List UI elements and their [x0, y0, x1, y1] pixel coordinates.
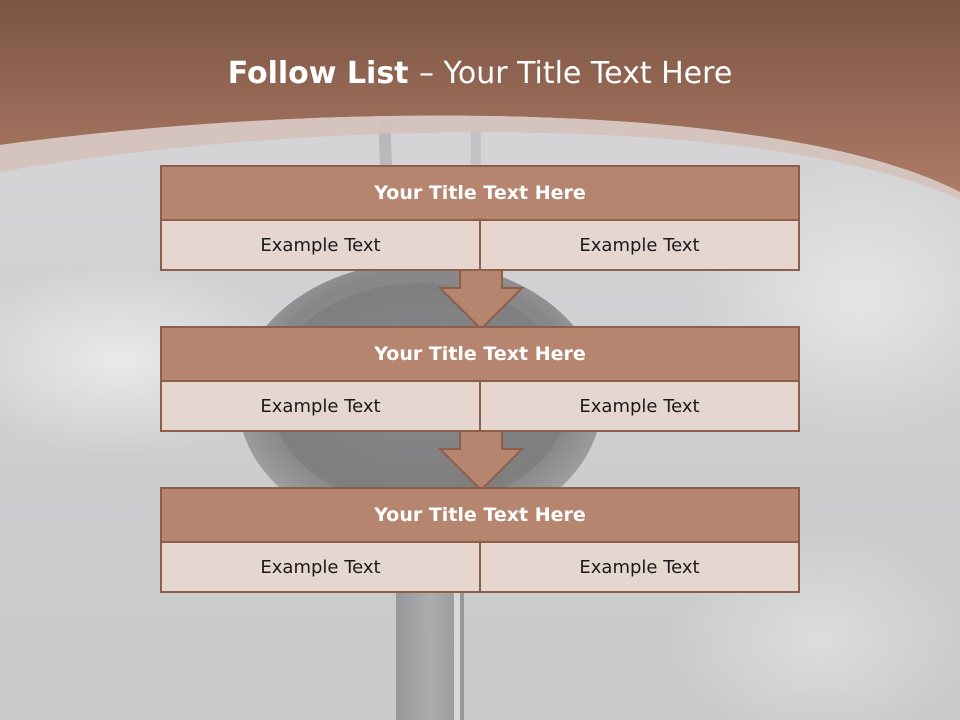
block-title: Your Title Text Here: [160, 165, 800, 221]
block-cell-left: Example Text: [160, 221, 481, 271]
down-arrow-icon: [438, 430, 524, 492]
block-cell-right: Example Text: [481, 221, 800, 271]
header-band: [0, 0, 960, 200]
block-cells: Example Text Example Text: [160, 221, 800, 271]
block-cell-right: Example Text: [481, 382, 800, 432]
block-cell-left: Example Text: [160, 382, 481, 432]
block-title: Your Title Text Here: [160, 326, 800, 382]
list-block-2: Your Title Text Here Example Text Exampl…: [160, 326, 800, 432]
slide-title-bold: Follow List: [227, 56, 419, 91]
down-arrow-icon: [438, 269, 524, 331]
block-title: Your Title Text Here: [160, 487, 800, 543]
slide-title: Follow List – Your Title Text Here: [0, 56, 960, 91]
list-block-1: Your Title Text Here Example Text Exampl…: [160, 165, 800, 271]
block-cells: Example Text Example Text: [160, 382, 800, 432]
slide-title-rest: – Your Title Text Here: [418, 56, 733, 91]
list-block-3: Your Title Text Here Example Text Exampl…: [160, 487, 800, 593]
block-cell-left: Example Text: [160, 543, 481, 593]
block-cells: Example Text Example Text: [160, 543, 800, 593]
block-cell-right: Example Text: [481, 543, 800, 593]
